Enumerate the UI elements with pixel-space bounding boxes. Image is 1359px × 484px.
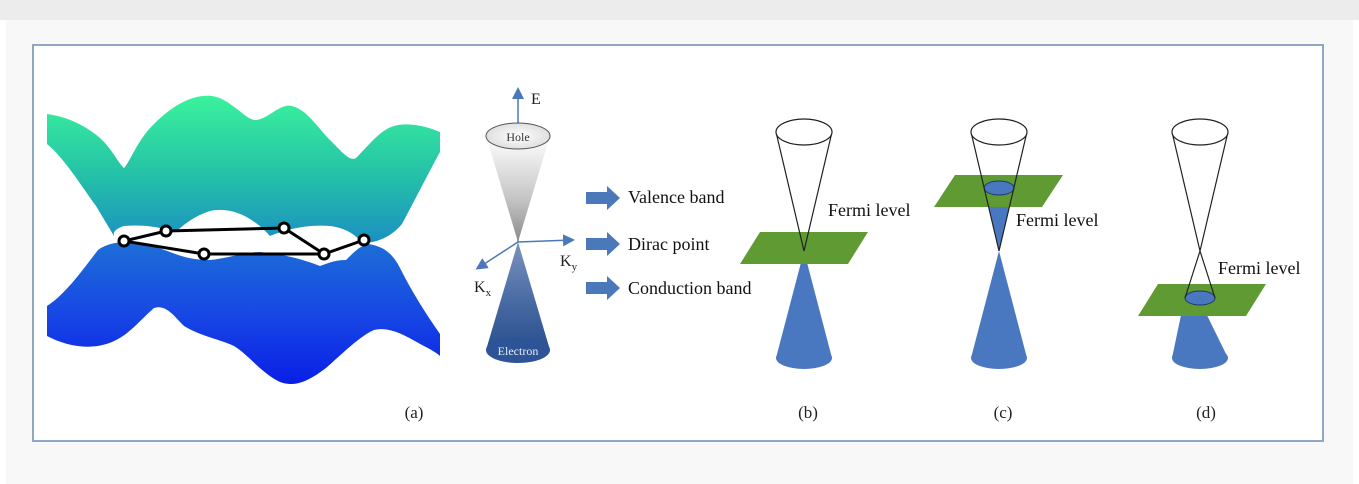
cone-panel-c: Fermi level [934, 118, 1098, 369]
top-bar [0, 0, 1359, 20]
panel-label-d: (d) [1196, 403, 1216, 422]
cone-outline [1171, 131, 1229, 299]
panel-label-a: (a) [405, 403, 424, 422]
figure-frame: (a) E Ky Kx Hole Electron Valence band D… [32, 44, 1324, 442]
valence-cone-cap [970, 118, 1028, 146]
dirac-point-node [317, 247, 331, 261]
hole-cone [486, 136, 550, 242]
conduction-surface [47, 242, 440, 385]
kx-axis [475, 241, 519, 270]
panel-label-c: (c) [994, 403, 1013, 422]
fermi-surface-disc [983, 180, 1015, 196]
conduction-cone-filled [971, 251, 1027, 358]
dirac-point-node [357, 233, 371, 247]
conduction-cone-base [776, 347, 832, 369]
legend-label: Dirac point [628, 234, 709, 254]
fermi-level-label: Fermi level [1016, 210, 1098, 230]
cone-panel-d: Fermi level [1138, 118, 1300, 369]
fermi-level-label: Fermi level [1218, 258, 1300, 278]
legend-label: Valence band [628, 187, 724, 207]
valence-cone-cap [775, 118, 833, 146]
ky-axis-label: Ky [560, 253, 578, 273]
valence-surface [47, 95, 440, 243]
legend-item-conduction: Conduction band [586, 276, 752, 300]
cone-panel-b: Fermi level [740, 118, 910, 369]
block-arrow-icon [586, 232, 620, 256]
band-structure-figure: (a) E Ky Kx Hole Electron Valence band D… [47, 87, 1300, 422]
band-legend: Valence band Dirac point Conduction band [586, 186, 752, 300]
dirac-cone-schematic: E Ky Kx Hole Electron [474, 87, 578, 363]
fermi-plane [740, 232, 868, 264]
dirac-point-node [197, 247, 211, 261]
energy-axis-label: E [531, 91, 541, 108]
panel-label-b: (b) [798, 403, 818, 422]
conduction-cone-base [971, 347, 1027, 369]
valence-cone-outline [970, 131, 1028, 252]
fermi-level-label: Fermi level [828, 200, 910, 220]
electron-cone-base [486, 337, 550, 363]
dirac-point-node [117, 234, 131, 248]
block-arrow-icon [586, 186, 620, 210]
valence-cone-outline [775, 131, 833, 252]
electron-cone [486, 242, 550, 350]
band-surface-3d [47, 95, 440, 385]
conduction-cone-filled [776, 251, 832, 358]
electron-label: Electron [498, 344, 539, 358]
legend-item-valence: Valence band [586, 186, 724, 210]
block-arrow-icon [586, 276, 620, 300]
dirac-point-node [159, 224, 173, 238]
valence-cone-cap [1171, 118, 1229, 146]
kx-axis-label: Kx [474, 279, 492, 299]
hole-cone-cap [485, 122, 551, 150]
dirac-point-node [277, 221, 291, 235]
legend-label: Conduction band [628, 278, 752, 298]
ky-axis [517, 234, 575, 247]
fermi-surface-disc [1184, 290, 1216, 306]
legend-item-dirac: Dirac point [586, 232, 709, 256]
dirac-hexagon [123, 226, 365, 256]
conduction-cone-base [1172, 347, 1228, 369]
hole-label: Hole [506, 130, 529, 144]
